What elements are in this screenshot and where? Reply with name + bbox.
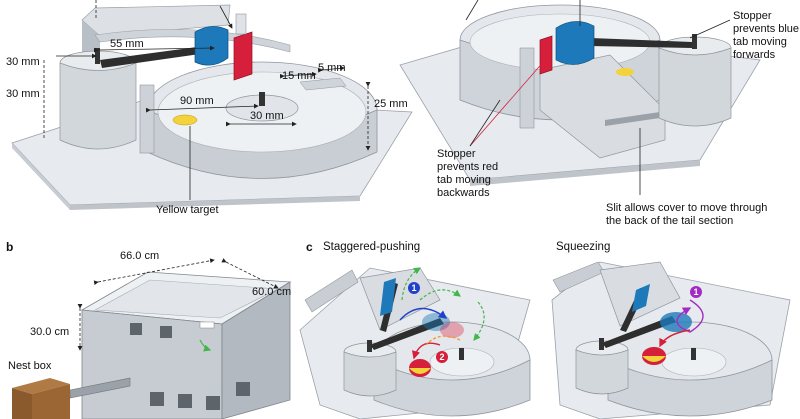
dim-66cm: 66.0 cm — [120, 250, 160, 262]
dim-25mm: 25 mm — [374, 98, 408, 110]
dim-90mm: 90 mm — [180, 95, 214, 107]
panel-b-letter: b — [6, 240, 14, 254]
dim-60cm: 60.0 cm — [252, 286, 292, 298]
dim-30mm-left: 30 mm — [6, 88, 40, 100]
panel-c-letter: c — [306, 240, 313, 254]
dim-15mm: 15 mm — [282, 70, 316, 82]
stopper-blue-label: Stopper prevents blue tab moving forward… — [733, 10, 800, 61]
dim-55mm: 55 mm — [110, 38, 144, 50]
dim-30mm-center: 30 mm — [250, 110, 284, 122]
panel-b-dimension-lines — [77, 258, 279, 351]
panel-a-left-apparatus — [11, 4, 413, 210]
panel-a-right-apparatus — [399, 4, 761, 186]
stopper-red-label: Stopper prevents red tab moving backward… — [437, 148, 499, 199]
yellow-target-label: Yellow target — [156, 204, 219, 216]
panel-c-right-apparatus — [551, 261, 791, 419]
dim-30cm: 30.0 cm — [30, 326, 70, 338]
dim-30mm-top: 30 mm — [6, 56, 40, 68]
slit-label: Slit allows cover to move through the ba… — [606, 202, 768, 227]
panel-c-left-apparatus — [299, 267, 531, 419]
panel-b-enclosure — [12, 271, 292, 419]
nest-box-label: Nest box — [8, 360, 52, 372]
step-1-right-marker: 1 — [690, 286, 702, 298]
panel-a-right-leaders — [465, 0, 731, 195]
squeezing-title: Squeezing — [556, 241, 611, 253]
staggered-pushing-title: Staggered-pushing — [323, 241, 421, 253]
step-1-marker: 1 — [408, 282, 420, 294]
dim-5mm: 5 mm — [318, 62, 346, 74]
step-2-marker: 2 — [436, 351, 448, 363]
panel-a-dimension-lines — [43, 0, 371, 200]
